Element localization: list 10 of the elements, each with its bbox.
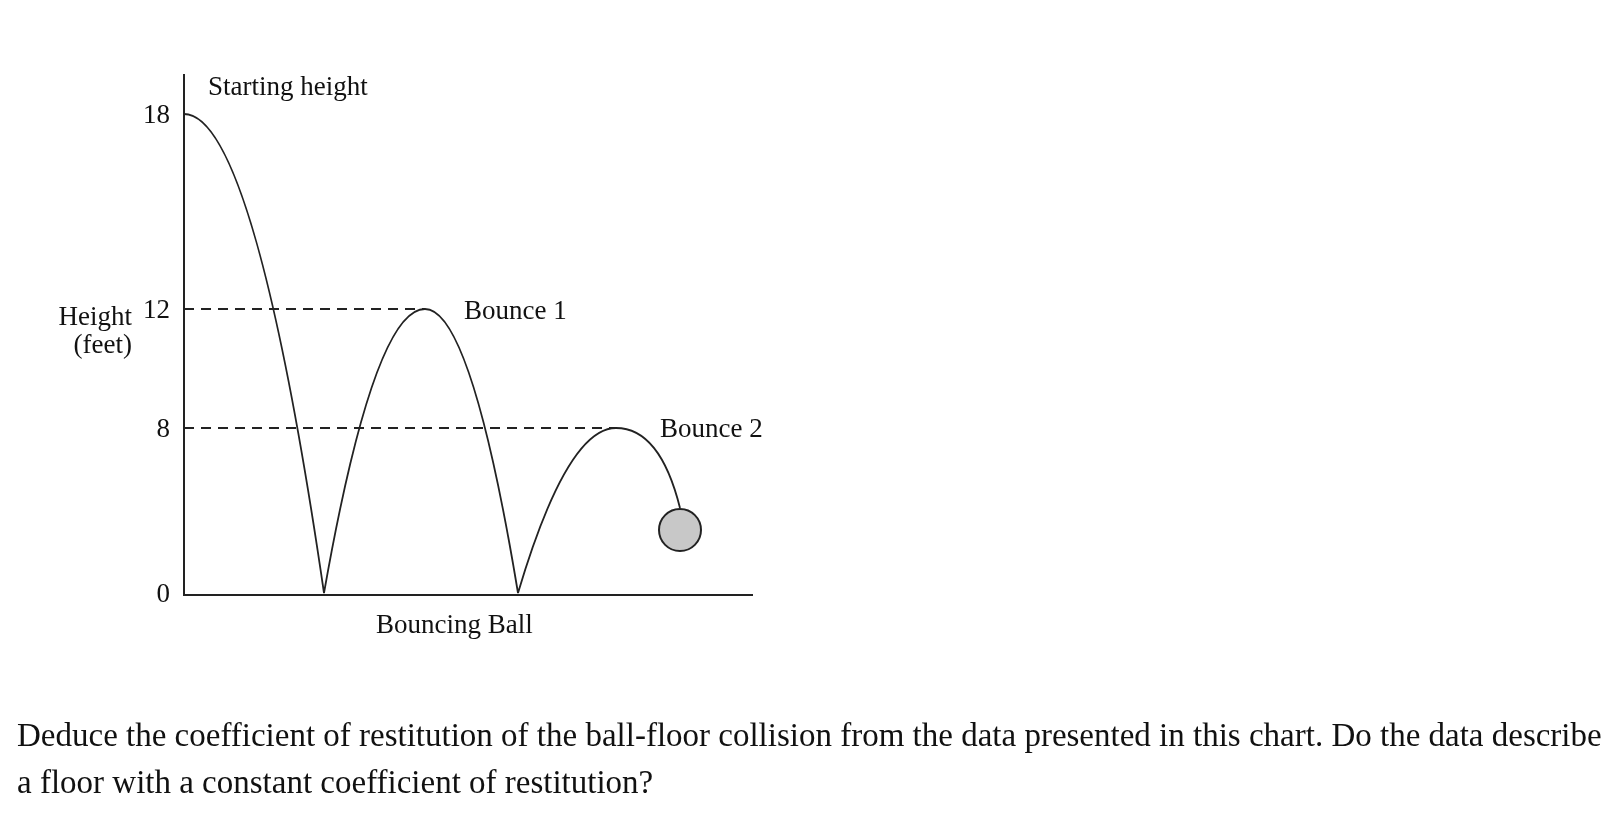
axis-label: Height (feet) xyxy=(57,302,132,358)
curve-label: Bounce 2 xyxy=(660,414,763,442)
tick-label: 0 xyxy=(155,579,170,607)
tick-label: 18 xyxy=(142,100,170,128)
question-text: Deduce the coefficient of restitution of the ball-floor collision from the data presented in this chart. Do the data describe a floor with a constant coefficient of restitution? xyxy=(17,716,1603,802)
axis-label: Bouncing Ball xyxy=(376,610,533,638)
tick-label: 8 xyxy=(155,414,170,442)
tick-label: 12 xyxy=(142,295,170,323)
curve-label: Bounce 1 xyxy=(464,296,567,324)
curve-label: Starting height xyxy=(208,72,368,100)
